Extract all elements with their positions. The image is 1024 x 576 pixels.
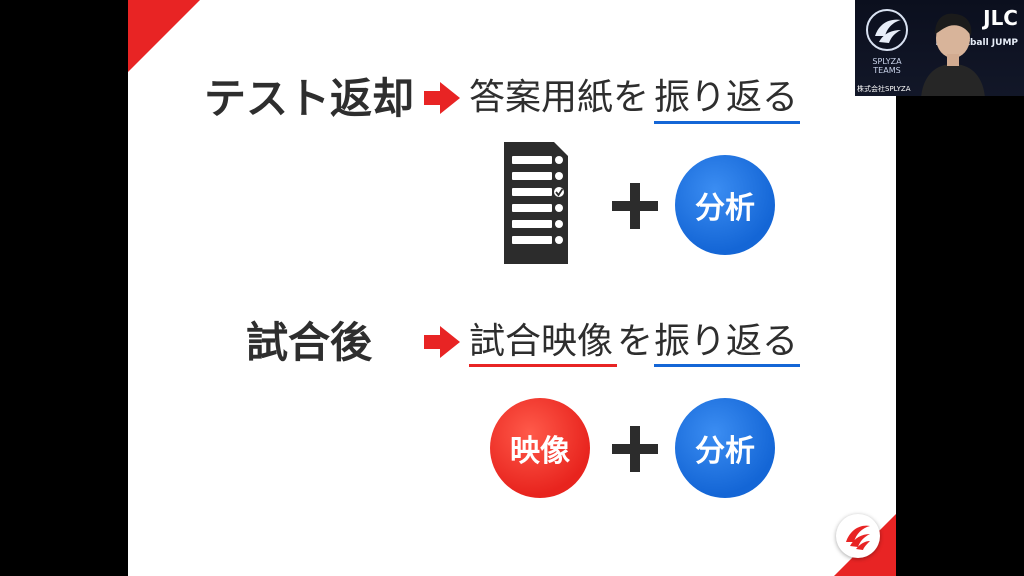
row2-red-underlined-text: 試合映像 xyxy=(469,321,614,362)
splyza-logo-icon xyxy=(836,514,880,558)
plus-icon xyxy=(612,426,658,472)
video-circle: 映像 xyxy=(490,398,590,498)
right-arrow-icon xyxy=(424,82,460,114)
checklist-document-icon xyxy=(504,142,568,264)
row1-left-label: テスト返却 xyxy=(204,74,415,123)
analysis-circle: 分析 xyxy=(675,155,775,255)
webcam-sub-text: Basketball JUMP xyxy=(935,38,1018,48)
row2-middle-text: を xyxy=(617,321,654,362)
webcam-logo-text: JLC xyxy=(983,6,1018,30)
corner-decoration-top-left xyxy=(128,0,200,72)
row1-right-text: 答案用紙を xyxy=(469,77,650,118)
row2-blue-underline xyxy=(654,364,800,367)
webcam-overlay: SPLYZA TEAMS JLC Basketball JUMP 株式会社SPL… xyxy=(855,0,1024,96)
slide: テスト返却 答案用紙を 振り返る 分析 試合後 試合映像 xyxy=(128,0,896,576)
splyza-teams-logo-icon xyxy=(866,9,908,51)
row2-red-underline xyxy=(469,364,617,367)
right-arrow-icon xyxy=(424,326,460,358)
plus-icon xyxy=(612,183,658,229)
row2-left-label: 試合後 xyxy=(246,318,373,367)
row1-blue-underline xyxy=(654,121,800,124)
row1-right-underlined: 振り返る xyxy=(654,77,799,118)
webcam-brand-text: SPLYZA TEAMS xyxy=(872,57,902,75)
presenter-video xyxy=(921,13,985,96)
row2-blue-underlined-text: 振り返る xyxy=(654,321,799,362)
analysis-circle: 分析 xyxy=(675,398,775,498)
webcam-caption: 株式会社SPLYZA xyxy=(857,85,911,93)
